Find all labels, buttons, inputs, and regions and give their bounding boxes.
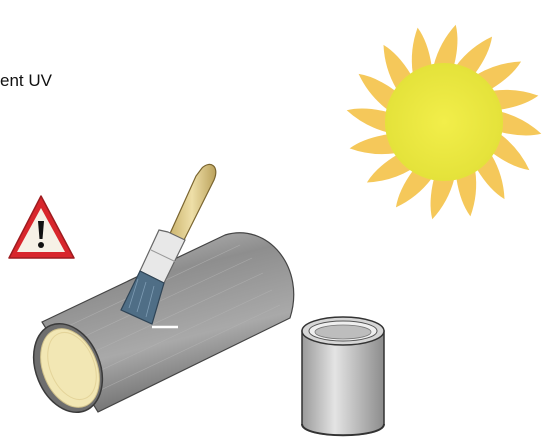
sun-ray: [347, 109, 387, 133]
sun-icon: [347, 25, 542, 220]
sun-core: [385, 63, 503, 181]
sun-ray: [431, 179, 455, 219]
sun-ray: [501, 112, 541, 136]
sun-ray: [434, 25, 458, 65]
paint-can-icon: [302, 317, 384, 435]
warning-triangle-icon: [9, 196, 74, 258]
